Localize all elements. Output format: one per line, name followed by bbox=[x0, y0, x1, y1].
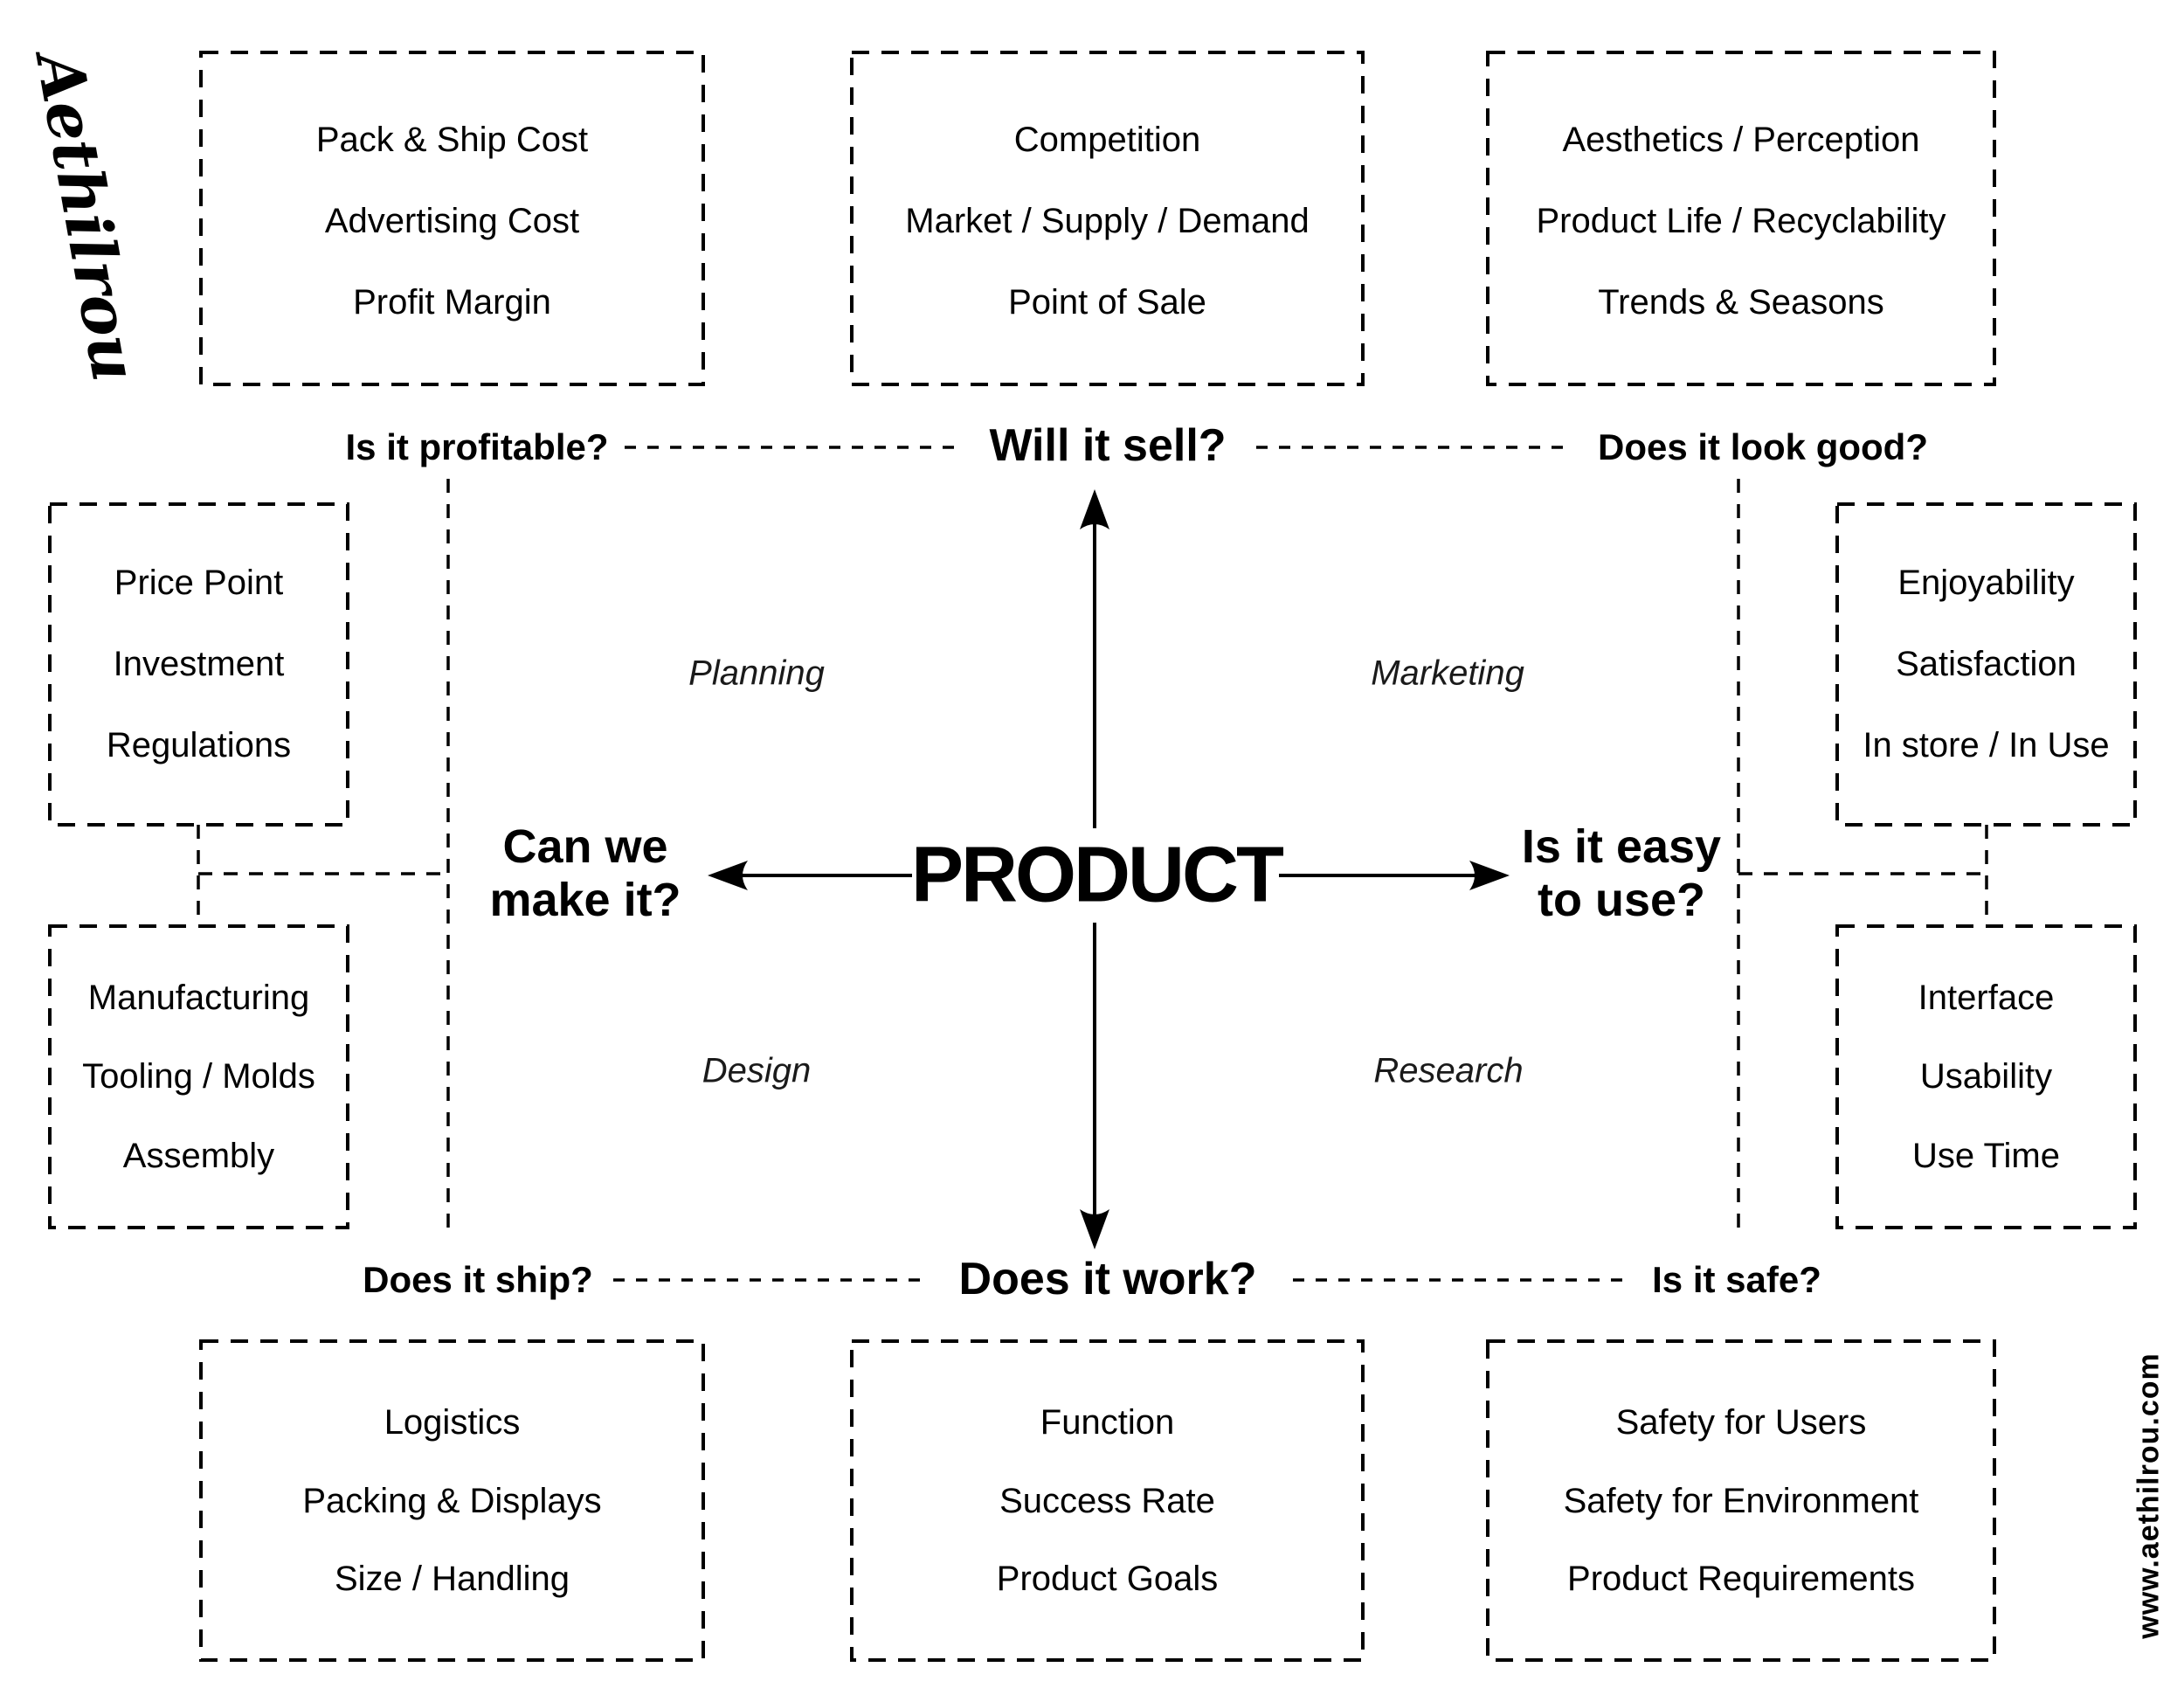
box-item: In store / In Use bbox=[1863, 726, 2110, 764]
question-does-it-work: Does it work? bbox=[958, 1254, 1257, 1304]
right-arrow bbox=[1279, 861, 1510, 890]
box-item: Point of Sale bbox=[1008, 283, 1206, 322]
box-lower-left: Manufacturing Tooling / Molds Assembly bbox=[50, 937, 348, 1216]
box-item: Regulations bbox=[106, 726, 292, 764]
box-lower-left-outline bbox=[48, 924, 349, 1229]
question-can-we-make-it-line1: Can we bbox=[502, 820, 668, 873]
box-item: Pack & Ship Cost bbox=[315, 121, 589, 159]
box-lower-right-outline bbox=[1835, 924, 2137, 1229]
box-item: Safety for Environment bbox=[1563, 1481, 1919, 1520]
box-item: Interface bbox=[1918, 978, 2055, 1017]
box-item: Packing & Displays bbox=[302, 1481, 602, 1520]
box-item: Investment bbox=[113, 645, 285, 683]
box-bottom-center: Function Success Rate Product Goals bbox=[852, 1363, 1363, 1638]
box-top-left: Pack & Ship Cost Advertising Cost Profit… bbox=[201, 77, 703, 365]
quadrant-label-planning: Planning bbox=[688, 654, 825, 693]
website-url: www.aethilrou.com bbox=[2132, 1352, 2166, 1639]
box-item: Advertising Cost bbox=[324, 202, 580, 240]
box-item: Logistics bbox=[384, 1403, 521, 1442]
question-is-it-easy-to-use: Is it easy to use? bbox=[1522, 820, 1721, 927]
box-item: Product Requirements bbox=[1567, 1559, 1915, 1598]
box-item: Aesthetics / Perception bbox=[1562, 121, 1920, 159]
box-bottom-center-outline bbox=[850, 1339, 1365, 1662]
box-bottom-right-outline bbox=[1486, 1339, 1996, 1662]
box-mid-left-outline bbox=[48, 502, 349, 827]
box-item: Profit Margin bbox=[353, 283, 551, 322]
box-top-center: Competition Market / Supply / Demand Poi… bbox=[852, 77, 1363, 365]
box-bottom-left-outline bbox=[199, 1339, 705, 1662]
box-item: Market / Supply / Demand bbox=[905, 202, 1310, 240]
box-top-right: Aesthetics / Perception Product Life / R… bbox=[1488, 77, 1994, 365]
box-item: Tooling / Molds bbox=[82, 1057, 315, 1096]
box-top-right-outline bbox=[1486, 51, 1996, 386]
box-item: Competition bbox=[1013, 121, 1201, 159]
box-item: Safety for Users bbox=[1615, 1403, 1867, 1442]
question-does-it-ship: Does it ship? bbox=[363, 1259, 593, 1300]
box-mid-right: Enjoyability Satisfaction In store / In … bbox=[1837, 520, 2135, 808]
box-item: Function bbox=[1040, 1403, 1175, 1442]
box-item: Product Goals bbox=[996, 1559, 1219, 1598]
question-does-it-look-good: Does it look good? bbox=[1598, 426, 1928, 467]
question-is-it-easy-to-use-line1: Is it easy bbox=[1521, 820, 1722, 873]
question-will-it-sell: Will it sell? bbox=[989, 420, 1227, 471]
box-lower-right: Interface Usability Use Time bbox=[1837, 937, 2135, 1216]
quadrant-label-design: Design bbox=[702, 1051, 812, 1090]
question-is-it-profitable: Is it profitable? bbox=[345, 426, 609, 467]
box-mid-left: Price Point Investment Regulations bbox=[50, 520, 348, 808]
box-mid-right-outline bbox=[1835, 502, 2137, 827]
box-item: Price Point bbox=[114, 564, 284, 602]
up-arrow bbox=[1080, 489, 1109, 828]
box-item: Enjoyability bbox=[1897, 564, 2075, 602]
box-item: Usability bbox=[1919, 1057, 2053, 1096]
left-arrow bbox=[708, 861, 912, 890]
box-item: Product Life / Recyclability bbox=[1536, 202, 1946, 240]
box-bottom-right: Safety for Users Safety for Environment … bbox=[1488, 1363, 1994, 1638]
box-item: Size / Handling bbox=[334, 1559, 570, 1598]
product-hub-label: PRODUCT bbox=[911, 831, 1284, 919]
quadrant-label-research: Research bbox=[1373, 1051, 1524, 1090]
box-item: Success Rate bbox=[999, 1481, 1215, 1520]
box-item: Trends & Seasons bbox=[1598, 283, 1884, 322]
question-can-we-make-it: Can we make it? bbox=[489, 820, 681, 927]
down-arrow bbox=[1080, 923, 1109, 1249]
question-can-we-make-it-line2: make it? bbox=[489, 874, 681, 926]
box-top-center-outline bbox=[850, 51, 1365, 386]
box-item: Assembly bbox=[122, 1136, 275, 1175]
quadrant-label-marketing: Marketing bbox=[1371, 654, 1524, 693]
box-item: Manufacturing bbox=[87, 978, 310, 1017]
question-is-it-easy-to-use-line2: to use? bbox=[1537, 874, 1705, 926]
box-item: Satisfaction bbox=[1896, 645, 2077, 683]
box-bottom-left: Logistics Packing & Displays Size / Hand… bbox=[201, 1363, 703, 1638]
question-is-it-safe: Is it safe? bbox=[1652, 1259, 1821, 1300]
box-top-left-outline bbox=[199, 51, 705, 386]
box-item: Use Time bbox=[1912, 1136, 2060, 1175]
